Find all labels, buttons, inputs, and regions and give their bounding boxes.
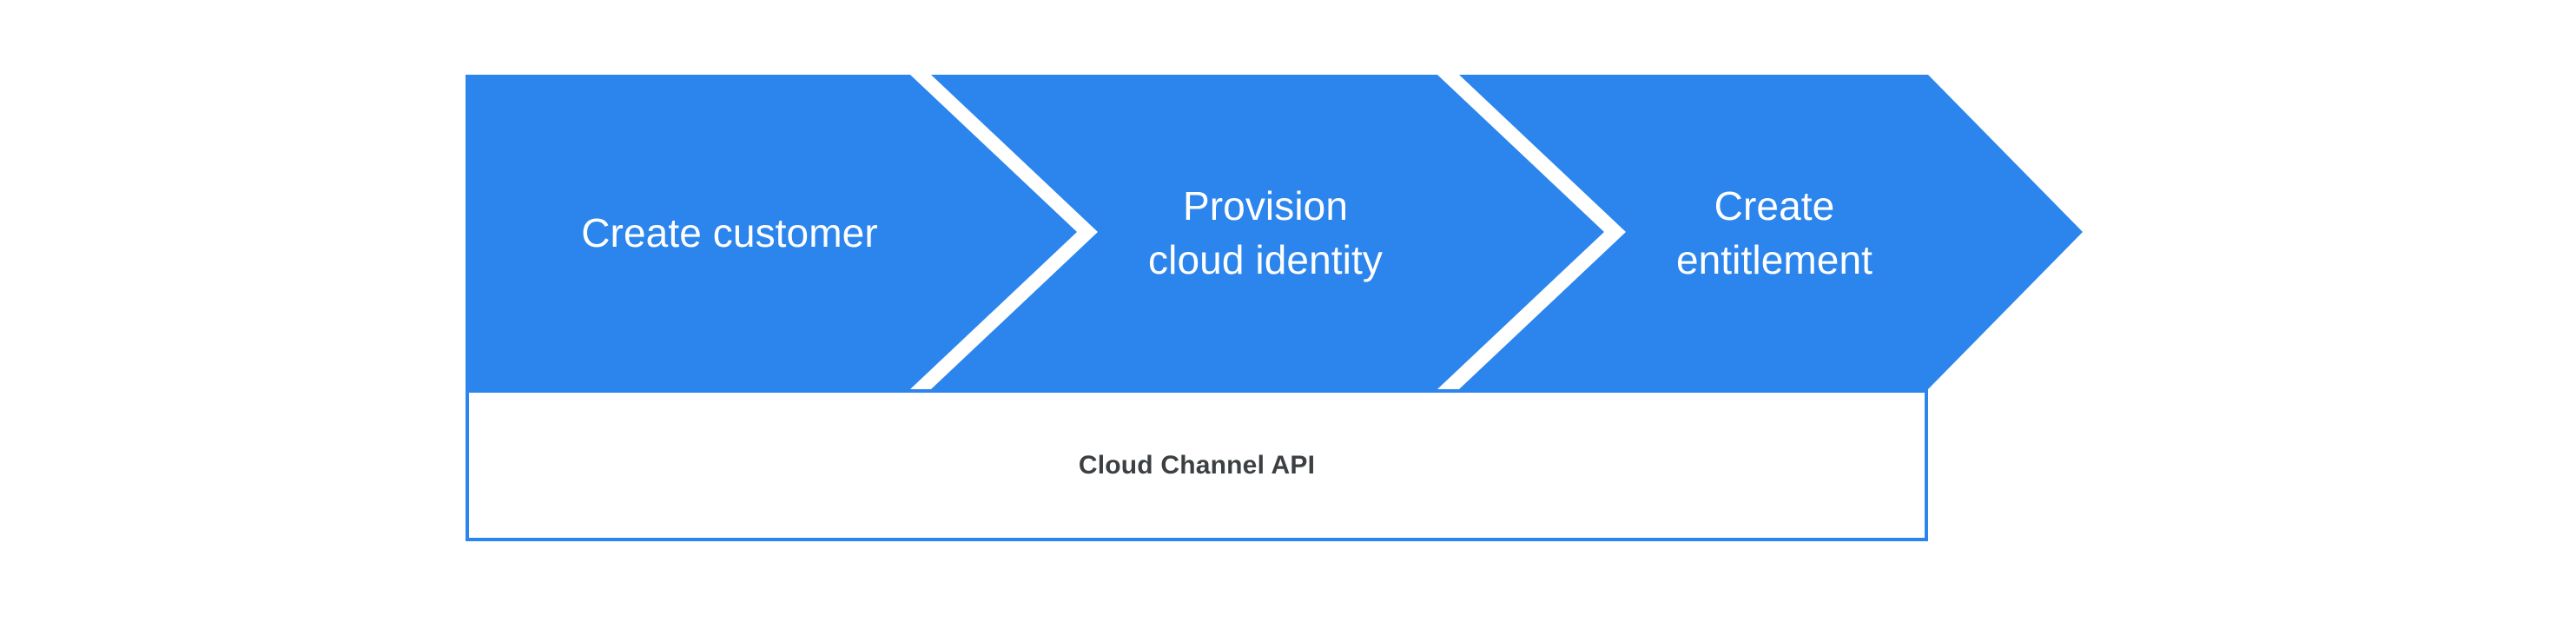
chevron-step-1[interactable] — [466, 75, 1077, 389]
cloud-channel-api-band[interactable]: Cloud Channel API — [466, 389, 1928, 541]
chevron-step-3[interactable] — [1459, 75, 2083, 389]
chevron-step-2[interactable] — [931, 75, 1604, 389]
cloud-channel-api-label: Cloud Channel API — [1078, 450, 1316, 480]
